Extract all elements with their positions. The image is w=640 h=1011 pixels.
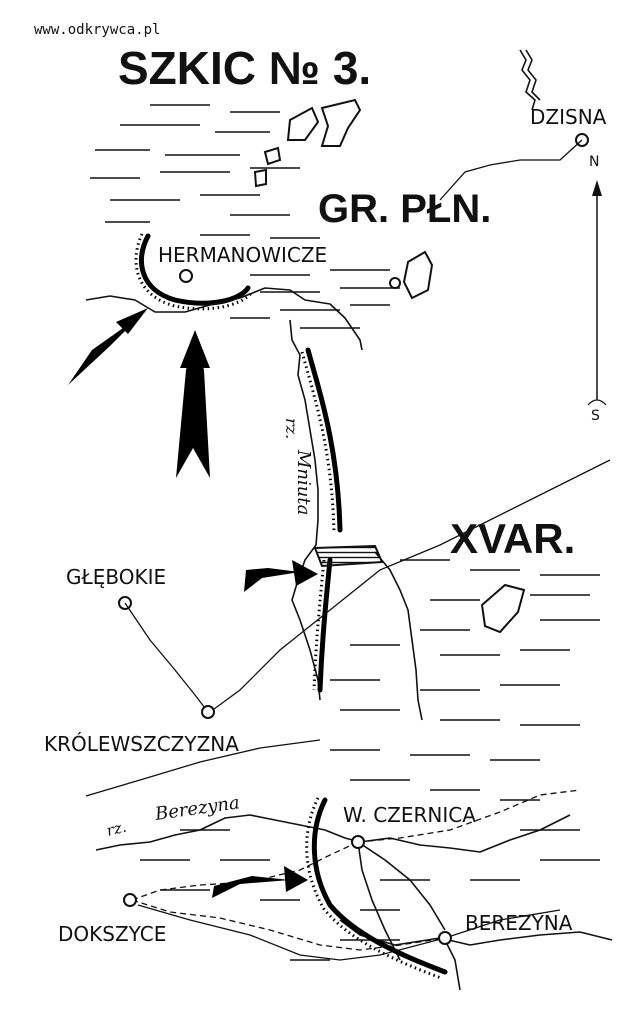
- river-czernica-branch: [357, 841, 401, 961]
- river-southwest: [444, 939, 461, 991]
- place-dokszyce: DOKSZYCE: [58, 922, 166, 946]
- label-north-group: GR. PŁN.: [318, 187, 491, 231]
- river-berezyna: [95, 814, 571, 853]
- place-dzisna: DZISNA: [530, 105, 607, 129]
- compass-north: N: [589, 154, 599, 170]
- river-mnuta: [289, 319, 321, 701]
- front-hermanowicze-ticks: [134, 233, 254, 311]
- railway-glebokie: [124, 602, 209, 713]
- railway-north: [439, 139, 583, 201]
- place-berezyna: BEREZYNA: [465, 911, 573, 935]
- watermark: www.odkrywca.pl: [34, 22, 160, 38]
- river-dzisna: [519, 49, 536, 111]
- attack-arrow-west: [68, 308, 148, 385]
- attack-arrow-north: [176, 330, 210, 478]
- front-mnuta-north-ticks: [300, 351, 336, 533]
- river-east-branch: [374, 551, 423, 721]
- label-fifteenth-corps: XVAR.: [450, 515, 575, 562]
- river-berezyna-name: Berezyna: [153, 792, 241, 825]
- river-mnuta-name: Mniuta: [293, 449, 314, 515]
- map-title: SZKIC № 3.: [118, 42, 371, 94]
- town-krolewszczyzna-marker: [201, 705, 215, 719]
- marsh-east: [140, 559, 600, 961]
- attack-arrow-glebokie: [244, 560, 318, 592]
- road-czernica-east: [357, 789, 581, 843]
- front-mnuta-north: [305, 347, 343, 533]
- town-w-czernica-marker: [351, 835, 365, 849]
- railway-south: [85, 739, 321, 797]
- town-berezyna-marker: [438, 931, 452, 945]
- army-boundary: [209, 459, 611, 713]
- river-czernica-branch2: [357, 841, 446, 931]
- place-w-czernica: W. CZERNICA: [343, 803, 476, 827]
- compass: N S: [587, 154, 607, 424]
- bridge-mnuta: [313, 544, 384, 568]
- river-dzisna-bank: [525, 49, 541, 101]
- town-hermanowicze-marker: [179, 269, 193, 283]
- front-hermanowicze: [138, 233, 251, 306]
- lakes: [253, 98, 526, 634]
- town-dokszyce-marker: [123, 893, 137, 907]
- attack-arrow-dokszyce: [212, 866, 308, 898]
- place-krolewszczyzna: KRÓLEWSZCZYZNA: [44, 732, 239, 756]
- front-czernica-ticks: [305, 797, 442, 980]
- river-hermanowicze: [85, 287, 363, 351]
- railway-lower: [137, 904, 561, 961]
- road-dokszyce-south: [131, 899, 446, 951]
- place-glebokie: GŁĘBOKIE: [66, 565, 166, 589]
- front-mnuta-south: [317, 557, 333, 693]
- compass-south: S: [591, 408, 600, 424]
- place-hermanowicze: HERMANOWICZE: [158, 243, 327, 267]
- river-mnuta-prefix: rz.: [282, 418, 301, 439]
- marsh-north: [90, 104, 400, 329]
- river-berezyna-prefix: rz.: [105, 818, 129, 840]
- front-czernica: [311, 797, 448, 975]
